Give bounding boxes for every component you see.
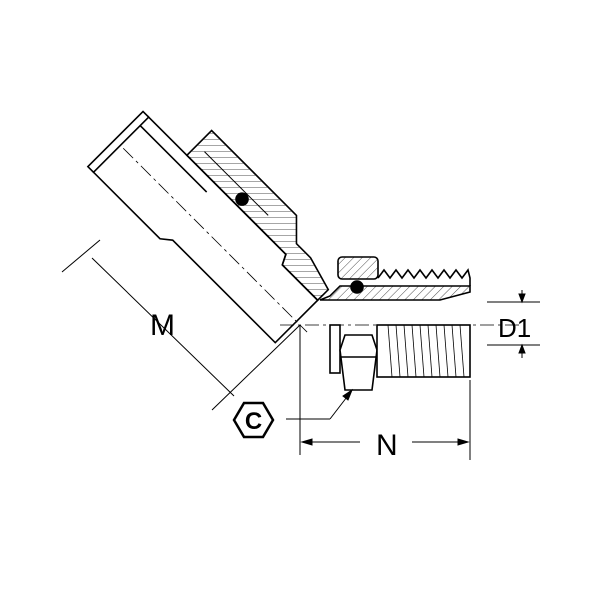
angled-body	[86, 110, 330, 344]
dimension-label-c: C	[245, 408, 262, 435]
dimension-label-m: M	[150, 309, 175, 342]
dimension-label-n: N	[376, 429, 398, 462]
hex-nut	[339, 334, 378, 391]
hex-size-c-icon: C	[232, 401, 275, 439]
dimension-label-d1: D1	[498, 313, 531, 343]
dimensions	[61, 239, 540, 460]
straight-body	[280, 256, 520, 391]
swivel-nut-section	[337, 256, 379, 280]
o-ring	[350, 280, 364, 294]
